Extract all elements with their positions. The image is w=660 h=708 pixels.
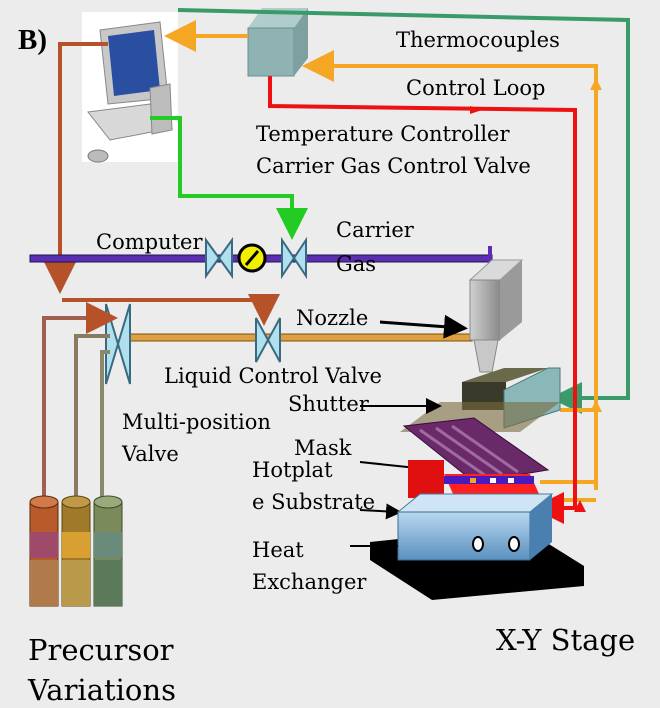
carrier-gas-valve-icon [281, 236, 307, 280]
label-variations: Variations [28, 673, 176, 707]
hotplate-substrate-icon [408, 460, 540, 498]
nozzle-icon [468, 259, 524, 373]
label-thermocouples: Thermocouples [396, 28, 560, 52]
label-hotplate: Hotplat [252, 458, 333, 482]
label-control-loop: Control Loop [406, 76, 546, 100]
heat-exchanger-icon [396, 493, 554, 561]
label-computer: Computer [96, 230, 203, 254]
label-gas: Gas [336, 252, 377, 276]
label-shutter: Shutter [288, 392, 369, 416]
label-multi-position: Multi-position [122, 410, 271, 434]
label-valve: Valve [122, 442, 179, 466]
liquid-control-valve-icon [255, 317, 281, 363]
label-mask: Mask [294, 436, 352, 460]
label-liquid-control-valve: Liquid Control Valve [164, 364, 382, 388]
label-temperature-controller: Temperature Controller [256, 122, 510, 146]
label-nozzle: Nozzle [296, 306, 369, 330]
label-carrier-gas-control-valve: Carrier Gas Control Valve [256, 154, 531, 178]
gas-valve-left-icon [205, 236, 233, 280]
computer-icon [82, 12, 178, 163]
label-substrate: e Substrate [252, 490, 376, 514]
label-heat: Heat [252, 538, 304, 562]
temperature-controller-icon [247, 8, 308, 77]
label-precursor: Precursor [28, 633, 174, 667]
label-carrier: Carrier [336, 218, 414, 242]
precursor-cylinders-icon [29, 495, 123, 607]
mask-icon [402, 417, 550, 483]
panel-label: B) [18, 24, 47, 56]
label-xy-stage: X-Y Stage [496, 623, 636, 657]
flow-meter-icon [237, 243, 267, 273]
label-exchanger: Exchanger [252, 570, 367, 594]
